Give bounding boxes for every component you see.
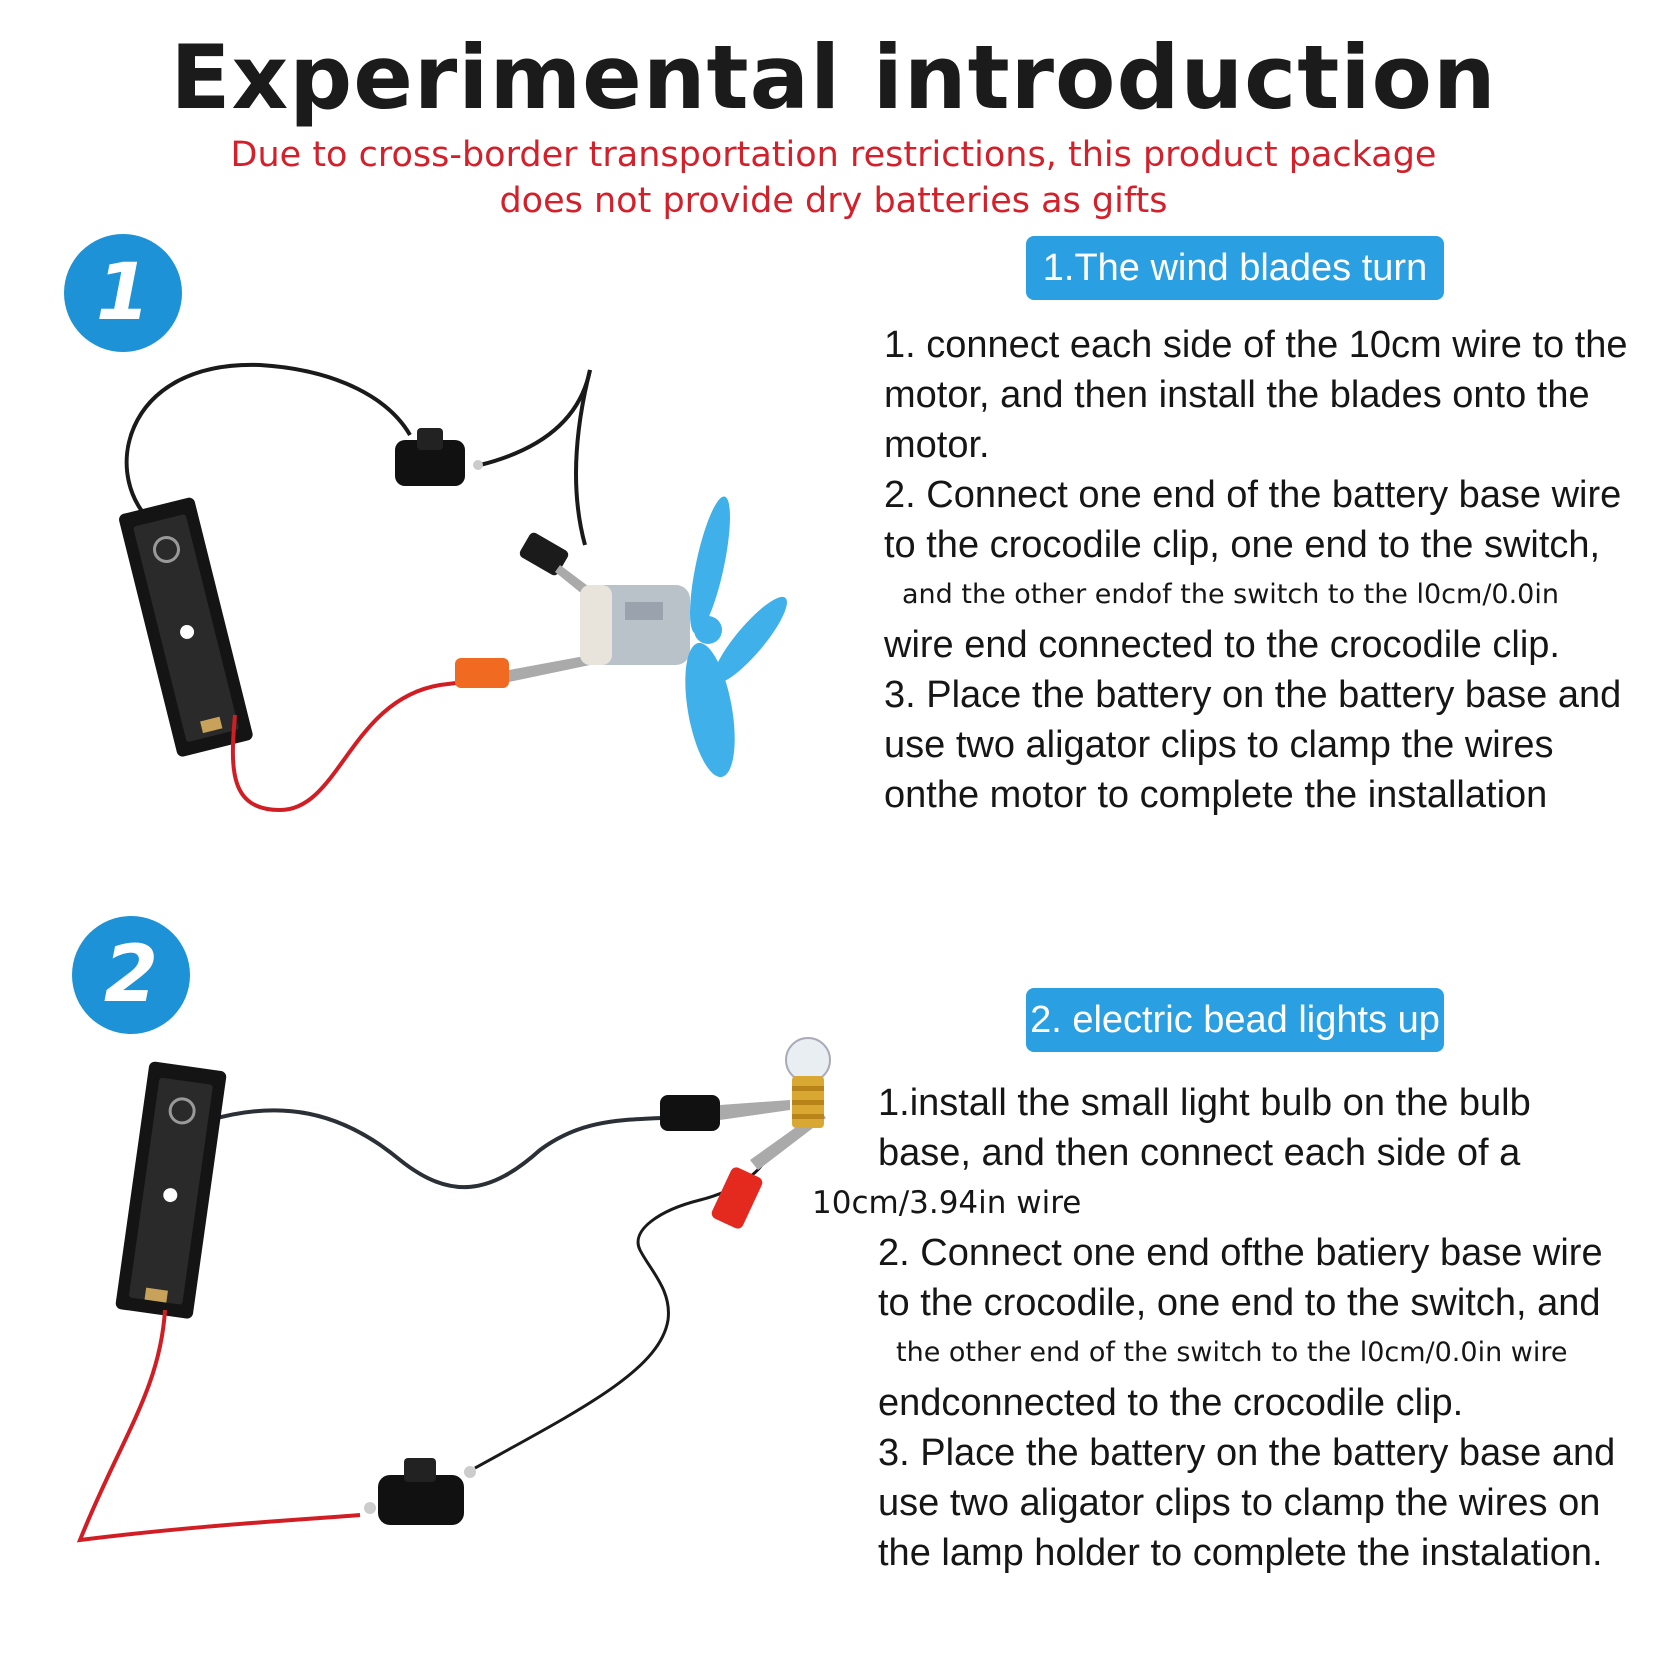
red-alligator-clip-icon	[711, 1110, 826, 1229]
section1-heading: 1.The wind blades turn	[1026, 236, 1444, 300]
section2-heading: 2. electric bead lights up	[1026, 988, 1444, 1052]
step-line: to the crocodile, one end to the switch,…	[878, 1282, 1601, 1324]
motor-icon	[580, 585, 690, 665]
step-line: and the other endof the switch to the l0…	[902, 579, 1559, 610]
step-line: to the crocodile clip, one end to the sw…	[884, 524, 1601, 566]
battery-holder-icon	[119, 497, 253, 757]
push-switch-icon	[395, 428, 483, 486]
section2-steps: 1.install the small light bulb on the bu…	[812, 1078, 1658, 1578]
battery-holder-icon	[115, 1061, 227, 1319]
black-wire-switch-to-clip	[474, 1159, 767, 1470]
section1-steps: 1. connect each side of the 10cm wire to…	[884, 320, 1654, 820]
black-wire-battery-to-clip	[209, 1108, 661, 1190]
notice-line-1: Due to cross-border transportation restr…	[230, 135, 1437, 175]
shipping-notice: Due to cross-border transportation restr…	[160, 132, 1507, 224]
step-line: motor, and then install the blades onto …	[884, 374, 1590, 416]
step-line: use two aligator clips to clamp the wire…	[878, 1482, 1601, 1524]
step-badge-2: 2	[72, 916, 190, 1034]
black-wire-battery-to-switch	[124, 362, 412, 527]
orange-alligator-clip-icon	[455, 655, 590, 688]
step-line: endconnected to the crocodile clip.	[878, 1382, 1464, 1424]
notice-line-2: does not provide dry batteries as gifts	[499, 181, 1168, 221]
bulb-circuit-illustration	[76, 1037, 831, 1543]
light-bulb-icon	[785, 1037, 831, 1128]
page-title: Experimental introduction	[170, 26, 1497, 129]
red-wire	[230, 678, 481, 813]
step-line: 1. connect each side of the 10cm wire to…	[884, 324, 1628, 366]
step-line: 3. Place the battery on the battery base…	[884, 674, 1622, 716]
step-line: motor.	[884, 424, 990, 466]
step-line: 10cm/3.94in wire	[812, 1185, 1082, 1221]
step-line: 3. Place the battery on the battery base…	[878, 1432, 1616, 1474]
step-line: base, and then connect each side of a	[878, 1132, 1521, 1174]
black-wire-switch-to-clip	[479, 369, 592, 467]
black-wire-to-motor-clip	[573, 369, 592, 546]
fan-circuit-illustration	[119, 362, 787, 813]
step-line: the other end of the switch to the l0cm/…	[896, 1337, 1568, 1368]
step-line: onthe motor to complete the installation	[884, 774, 1548, 816]
push-switch-icon	[364, 1458, 476, 1525]
step-line: 2. Connect one end ofthe batiery base wi…	[878, 1232, 1603, 1274]
step-line: 2. Connect one end of the battery base w…	[884, 474, 1622, 516]
step-line: wire end connected to the crocodile clip…	[884, 624, 1560, 666]
step-line: the lamp holder to complete the instalat…	[878, 1532, 1603, 1574]
step-line: use two aligator clips to clamp the wire…	[884, 724, 1554, 766]
step-line: 1.install the small light bulb on the bu…	[878, 1082, 1531, 1124]
step-badge-1: 1	[64, 234, 182, 352]
red-wire	[76, 1309, 361, 1543]
fan-blade-icon	[685, 496, 787, 778]
black-alligator-clip-icon	[660, 1095, 790, 1131]
